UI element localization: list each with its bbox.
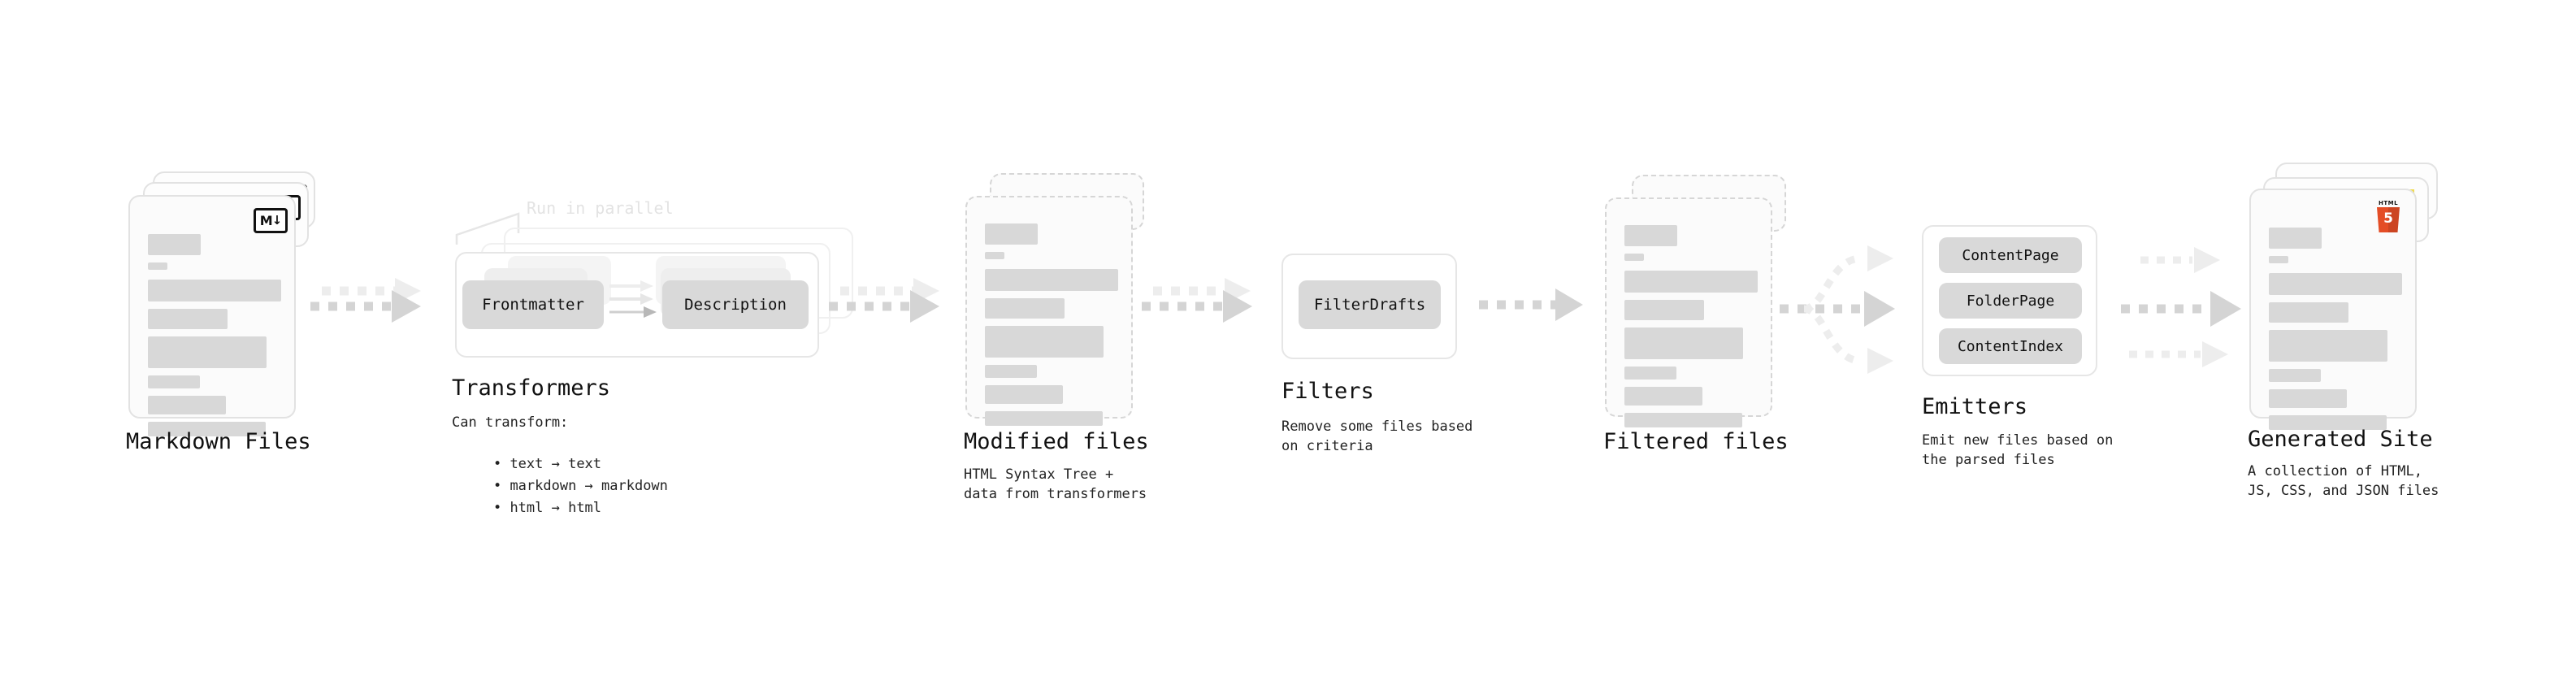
line <box>2269 228 2322 249</box>
site-card[interactable]: HTML <box>2249 189 2417 430</box>
card-content-lines <box>1624 225 1758 435</box>
html5-icon: HTML <box>2374 200 2404 236</box>
line <box>148 234 201 255</box>
line <box>1624 254 1644 261</box>
chip-filterdrafts[interactable]: FilterDrafts <box>1299 280 1441 329</box>
bullet-glyph: • <box>492 500 510 516</box>
arrow-transformers-to-modified <box>829 270 959 331</box>
line <box>1624 271 1758 293</box>
stage-title-filters: Filters <box>1281 379 1374 404</box>
inner-parallel-arrows <box>609 276 674 335</box>
line <box>985 385 1063 404</box>
line <box>1624 300 1704 320</box>
stage-title-filtered-files: Filtered files <box>1603 429 1789 454</box>
line <box>985 269 1118 291</box>
line <box>148 336 267 368</box>
transformers-bullet-0: • text → text <box>460 435 601 493</box>
line <box>2269 389 2347 408</box>
markdown-card[interactable]: M↓ <box>128 195 296 436</box>
bullet-text: text → text <box>510 456 602 472</box>
line <box>2269 369 2321 382</box>
bracket-run-in-parallel <box>455 199 544 248</box>
stage-title-modified-files: Modified files <box>964 429 1149 454</box>
markdown-icon: M↓ <box>254 208 288 233</box>
line <box>2269 302 2348 323</box>
line <box>1624 225 1677 246</box>
card-content-lines <box>148 234 281 444</box>
line <box>148 375 200 388</box>
line <box>985 326 1104 358</box>
bullet-glyph: • <box>492 456 510 472</box>
line <box>985 365 1037 378</box>
stage-desc-generated-site: A collection of HTML, JS, CSS, and JSON … <box>2248 463 2439 499</box>
stage-desc-filters: Remove some files based on criteria <box>1281 419 1473 454</box>
transformers-bullet-1: • markdown → markdown <box>460 457 668 515</box>
transformers-bullet-2: • html → html <box>460 479 601 537</box>
line <box>985 411 1103 426</box>
line <box>1624 413 1742 427</box>
arrow-emitters-to-site <box>2113 234 2259 388</box>
line <box>2269 256 2288 263</box>
modified-card[interactable] <box>965 196 1133 426</box>
line <box>2269 273 2402 295</box>
line <box>1624 367 1676 380</box>
card-content-lines <box>2269 228 2402 437</box>
stage-desc-modified-files: HTML Syntax Tree + data from transformer… <box>964 466 1147 502</box>
filtered-card[interactable] <box>1605 197 1772 427</box>
hint-run-in-parallel: Run in parallel <box>527 198 674 218</box>
transformers-intro: Can transform: <box>452 414 569 431</box>
bullet-glyph: • <box>492 478 510 494</box>
line <box>1624 327 1743 359</box>
line <box>148 309 228 329</box>
line <box>985 298 1065 319</box>
chip-description[interactable]: Description <box>662 280 809 329</box>
line <box>2269 330 2387 362</box>
arrow-filters-to-filtered <box>1479 288 1601 329</box>
chip-frontmatter[interactable]: Frontmatter <box>462 280 604 329</box>
card-content-lines <box>985 223 1118 433</box>
line <box>2269 415 2387 430</box>
arrow-filtered-to-emitters <box>1780 234 1926 388</box>
line <box>148 280 281 301</box>
arrow-markdown-to-transformers <box>310 270 440 331</box>
chip-folderpage[interactable]: FolderPage <box>1939 283 2082 319</box>
bullet-text: markdown → markdown <box>510 478 668 494</box>
line <box>1624 387 1702 406</box>
chip-contentindex[interactable]: ContentIndex <box>1939 328 2082 364</box>
stage-desc-emitters: Emit new files based on the parsed files <box>1922 432 2114 468</box>
stage-title-emitters: Emitters <box>1922 394 2028 419</box>
line <box>148 422 266 436</box>
stage-title-markdown-files: Markdown Files <box>126 429 311 454</box>
line <box>985 252 1004 259</box>
arrow-modified-to-filters <box>1142 278 1272 333</box>
line <box>148 262 167 270</box>
chip-contentpage[interactable]: ContentPage <box>1939 237 2082 273</box>
line <box>985 223 1038 245</box>
line <box>148 396 226 414</box>
stage-title-generated-site: Generated Site <box>2248 427 2433 452</box>
bullet-text: html → html <box>510 500 602 516</box>
stage-title-transformers: Transformers <box>452 375 611 401</box>
